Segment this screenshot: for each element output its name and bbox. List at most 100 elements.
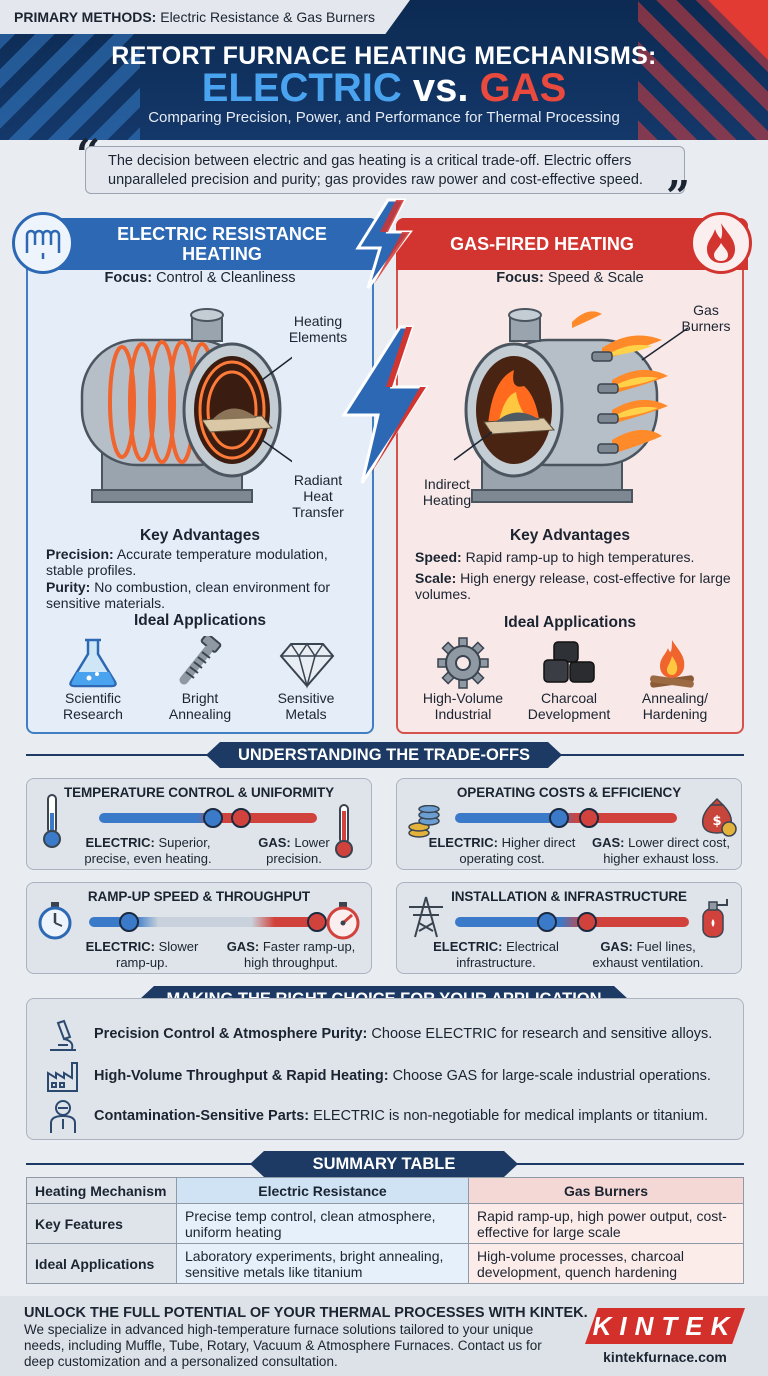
app-sensitive-metals: Sensitive Metals (277, 690, 335, 722)
card-gas-text: GAS: Lower direct cost, higher exhaust l… (581, 835, 741, 867)
screw-icon (179, 636, 222, 685)
electric-knob (203, 808, 223, 828)
comparison-slider (89, 917, 321, 927)
text: Lower direct cost, higher exhaust loss. (603, 835, 730, 866)
card-temperature-control: TEMPERATURE CONTROL & UNIFORMITY ELECTRI… (26, 778, 372, 870)
summary-title: SUMMARY TABLE (250, 1151, 518, 1177)
app-scientific-research: Scientific Research (63, 690, 123, 722)
gas-focus-value: Speed & Scale (547, 270, 644, 286)
microscope-icon (50, 1019, 76, 1051)
card-gas-text: GAS: Faster ramp-up, high throughput. (223, 939, 359, 971)
title-vs: vs. (412, 66, 469, 110)
stopwatch-icon (38, 902, 72, 940)
app-high-volume-industrial: High-Volume Industrial (422, 690, 504, 722)
website-link[interactable]: kintekfurnace.com (603, 1349, 727, 1365)
electric-focus: Focus: Control & Cleanliness (26, 270, 374, 286)
footer-headline: UNLOCK THE FULL POTENTIAL OF YOUR THERMA… (24, 1305, 588, 1321)
gas-knob (307, 912, 327, 932)
gas-focus-label: Focus: (496, 270, 544, 286)
kintek-logo: KINTEK (585, 1308, 745, 1344)
adv-text: Rapid ramp-up to high temperatures. (465, 549, 695, 565)
table-cell: Rapid ramp-up, high power output, cost-e… (468, 1203, 744, 1244)
power-tower-icon (409, 896, 443, 938)
callout-heating-elements: Heating Elements (288, 313, 348, 345)
gas-adv-scale: Scale: High energy release, cost-effecti… (415, 570, 735, 602)
electric-furnace-illustration (80, 308, 292, 503)
electric-adv-purity: Purity: No combustion, clean environment… (46, 579, 366, 611)
label: ELECTRIC: (433, 939, 503, 954)
title-electric: ELECTRIC (201, 66, 402, 110)
card-electric-text: ELECTRIC: Slower ramp-up. (77, 939, 207, 971)
table-header: Electric Resistance (176, 1177, 469, 1204)
text: Electrical infrastructure. (456, 939, 559, 970)
gas-panel-title: GAS-FIRED HEATING (396, 218, 748, 270)
electric-adv-precision: Precision: Accurate temperature modulati… (46, 546, 366, 578)
app-annealing-hardening: Annealing/ Hardening (641, 690, 709, 722)
card-title: OPERATING COSTS & EFFICIENCY (456, 785, 682, 800)
app-bright-annealing: Bright Annealing (168, 690, 232, 722)
adv-text: Accurate temperature modulation, stable … (46, 546, 328, 578)
label: ELECTRIC: (85, 835, 155, 850)
choice-text: Choose GAS for large-scale industrial op… (392, 1068, 711, 1084)
text: Slower ramp-up. (115, 939, 199, 970)
gas-apps-title: Ideal Applications (503, 614, 637, 631)
table-cell: Ideal Applications (26, 1243, 177, 1284)
choice-label: High-Volume Throughput & Rapid Heating: (94, 1068, 389, 1084)
lightning-bolt-icon (355, 198, 413, 289)
decor-stripes-left (0, 30, 140, 140)
choice-text: ELECTRIC is non-negotiable for medical i… (313, 1108, 709, 1124)
intro-quote: The decision between electric and gas he… (85, 146, 685, 194)
table-row: Key Features Precise temp control, clean… (26, 1203, 744, 1244)
gas-advantages-title: Key Advantages (509, 527, 631, 544)
gas-focus: Focus: Speed & Scale (396, 270, 744, 286)
electric-panel-title: ELECTRIC RESISTANCE HEATING (26, 218, 378, 270)
page-subtitle: Comparing Precision, Power, and Performa… (148, 109, 620, 126)
money-bag-icon: $ (701, 797, 737, 837)
thermometer-cold-icon (43, 794, 61, 848)
flask-icon (69, 638, 117, 688)
label: GAS: (226, 939, 260, 954)
app-charcoal-development: Charcoal Development (527, 690, 611, 722)
label: GAS: (592, 835, 625, 850)
text: Fuel lines, exhaust ventilation. (592, 939, 704, 970)
thermometer-hot-icon (335, 804, 353, 858)
label: ELECTRIC: (85, 939, 155, 954)
speed-gauge-icon (326, 902, 360, 940)
electric-knob (537, 912, 557, 932)
choice-text: Choose ELECTRIC for research and sensiti… (371, 1026, 713, 1042)
adv-label: Precision: (46, 546, 114, 562)
electric-knob (549, 808, 569, 828)
choice-row-precision: Precision Control & Atmosphere Purity: C… (94, 1026, 712, 1042)
choice-box (26, 998, 744, 1140)
text: Superior, precise, even heating. (84, 835, 212, 866)
adv-text: No combustion, clean environment for sen… (46, 579, 331, 611)
adv-label: Purity: (46, 579, 91, 595)
adv-label: Scale: (415, 570, 457, 586)
electric-knob (119, 912, 139, 932)
tradeoffs-title: UNDERSTANDING THE TRADE-OFFS (206, 742, 562, 768)
coins-stack-icon (408, 805, 440, 838)
flame-icon (690, 212, 752, 274)
label: ELECTRIC: (428, 835, 498, 850)
gas-knob (231, 808, 251, 828)
table-row: Ideal Applications Laboratory experiment… (26, 1243, 744, 1284)
gas-cylinder-icon (702, 899, 728, 938)
primary-methods-label: PRIMARY METHODS: (14, 9, 157, 25)
decor-corner (708, 0, 768, 60)
primary-methods-value: Electric Resistance & Gas Burners (160, 9, 375, 25)
card-installation: INSTALLATION & INFRASTRUCTURE ELECTRIC: … (396, 882, 742, 974)
text: Lower precision. (266, 835, 330, 866)
card-electric-text: ELECTRIC: Electrical infrastructure. (431, 939, 561, 971)
charcoal-icon (543, 641, 595, 683)
card-ramp-up-speed: RAMP-UP SPEED & THROUGHPUT ELECTRIC: Slo… (26, 882, 372, 974)
electric-apps-title: Ideal Applications (133, 612, 267, 629)
coil-icon (12, 212, 74, 274)
lightning-bolt-large-icon (341, 325, 429, 484)
card-gas-text: GAS: Lower precision. (239, 835, 349, 867)
factory-icon (47, 1062, 78, 1092)
diamond-icon (279, 642, 335, 689)
text: Higher direct operating cost. (459, 835, 576, 866)
gas-adv-speed: Speed: Rapid ramp-up to high temperature… (415, 549, 735, 565)
gas-furnace-illustration (453, 308, 689, 503)
footer-body: We specialize in advanced high-temperatu… (24, 1322, 542, 1369)
